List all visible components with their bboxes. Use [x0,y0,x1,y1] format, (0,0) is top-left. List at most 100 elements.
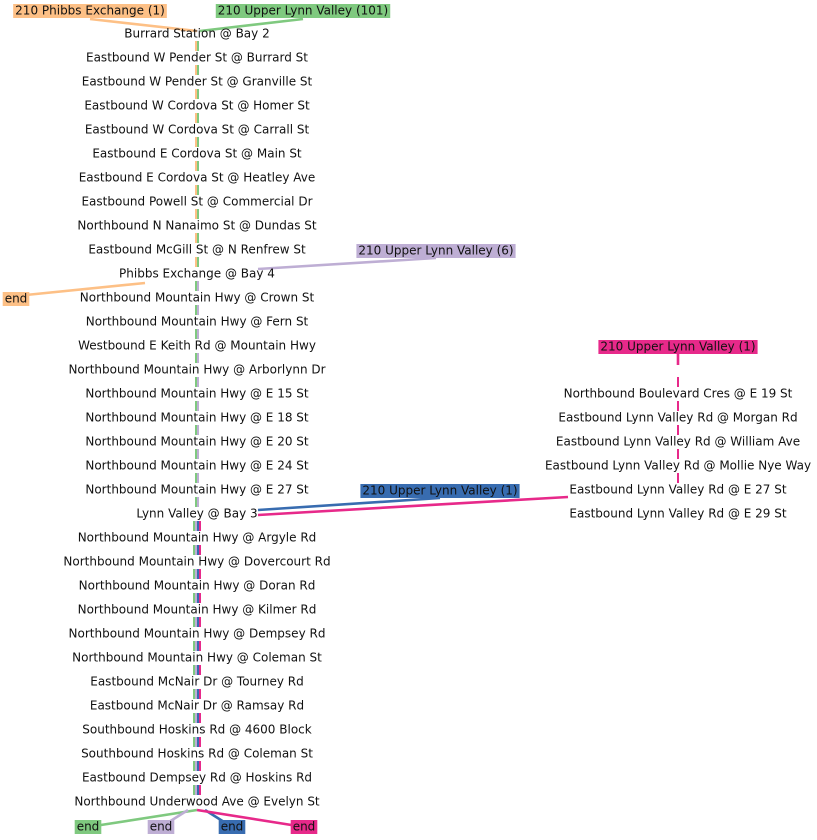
route-start-tag-box [598,340,758,354]
route-start-tag-box [215,4,391,18]
stop-label: Northbound Mountain Hwy @ E 20 St [85,435,309,449]
main-route-segment [193,521,195,531]
pink-end-connector [196,808,305,829]
main-route-segment [195,545,197,555]
main-route-segment [193,713,195,723]
main-route-segment [197,641,199,651]
stop-label: Northbound Mountain Hwy @ Coleman St [72,651,322,665]
stop-label: Northbound Mountain Hwy @ Argyle Rd [78,531,317,545]
branch-route-segment [677,401,679,411]
main-route-segment [199,545,201,555]
branch-route-segment [677,377,679,387]
main-route-segment [195,641,197,651]
main-route-segment [197,89,199,99]
main-route-segment [197,737,199,747]
main-route-segment [199,641,201,651]
route-start-tag: 210 Phibbs Exchange (1) [13,4,167,18]
main-route-segment [195,737,197,747]
main-route-segment [199,569,201,579]
route-end-tag: end [218,820,246,834]
main-route-segment [197,257,199,267]
main-route-segment [193,593,195,603]
main-route-segment [193,761,195,771]
main-route-segment [195,137,197,147]
stop-label: Eastbound E Cordova St @ Main St [92,147,302,161]
branch-stop-label: Eastbound Lynn Valley Rd @ E 29 St [569,507,786,521]
main-route-segment [197,689,199,699]
main-route-segment [193,737,195,747]
main-route-segment [195,281,197,291]
orange-end-connector [15,281,146,298]
main-route-segment [193,641,195,651]
main-route-segment [197,161,199,171]
main-route-segment [195,401,197,411]
blue-start-connector [257,496,441,512]
branch-route-segment [677,425,679,435]
route-end-tag-text: end [5,292,28,306]
main-route-segment [197,785,199,795]
main-route-segment [197,305,199,315]
main-route-segment [195,113,197,123]
main-route-segment [197,473,199,483]
stop-label: Northbound Mountain Hwy @ E 24 St [85,459,309,473]
main-route-segment [199,761,201,771]
main-route-segment [195,65,197,75]
route-start-tag: 210 Upper Lynn Valley (1) [598,340,758,354]
branch-stop-label: Eastbound Lynn Valley Rd @ E 27 St [569,483,786,497]
main-route-segment [197,665,199,675]
main-route-segment [197,209,199,219]
route-end-tag: end [74,820,102,834]
main-route-segment [197,113,199,123]
main-route-segment [193,617,195,627]
main-route-segment [195,353,197,363]
main-route-segment [197,233,199,243]
stop-label: Northbound Mountain Hwy @ Arborlynn Dr [68,363,325,377]
main-route-segment [193,689,195,699]
stop-label: Eastbound W Pender St @ Granville St [82,75,313,89]
route-start-tag-box [13,4,167,18]
pink-merge-connector [257,495,569,517]
main-route-segment [199,737,201,747]
green-end-connector [87,808,198,829]
main-route-segment [197,41,199,51]
main-route-segment [197,137,199,147]
stop-label: Eastbound Powell St @ Commercial Dr [81,195,312,209]
route-end-tag: end [290,820,318,834]
main-route-segment [193,665,195,675]
stop-label: Northbound Mountain Hwy @ Fern St [86,315,309,329]
main-route-segment [199,617,201,627]
main-route-segment [195,689,197,699]
main-route-segment [195,785,197,795]
main-route-segment [197,617,199,627]
route-lines [15,17,680,829]
stop-label: Eastbound W Cordova St @ Homer St [84,99,310,113]
stop-label: Northbound Mountain Hwy @ Crown St [80,291,315,305]
stop-label: Northbound Mountain Hwy @ Doran Rd [79,579,316,593]
route-end-tag-text: end [150,820,173,834]
main-route-segment [195,161,197,171]
main-route-segment [195,713,197,723]
main-route-segment [197,329,199,339]
main-route-segment [195,761,197,771]
branch-stop-label: Eastbound Lynn Valley Rd @ Morgan Rd [558,411,797,425]
main-route-segment [195,473,197,483]
main-route-segment [197,521,199,531]
main-route-segment [199,665,201,675]
main-route-segment [199,785,201,795]
main-route-segment [195,569,197,579]
branch-stop-label: Eastbound Lynn Valley Rd @ William Ave [556,435,800,449]
branch-stop-label: Eastbound Lynn Valley Rd @ Mollie Nye Wa… [545,459,811,473]
main-route-segment [195,209,197,219]
main-route-segment [195,257,197,267]
stop-label: Eastbound E Cordova St @ Heatley Ave [79,171,316,185]
green-start-connector [199,17,304,33]
main-route-segment [197,185,199,195]
stop-label: Southbound Hoskins Rd @ 4600 Block [82,723,311,737]
route-start-tag-text: 210 Phibbs Exchange (1) [15,4,165,18]
stop-label: Northbound Mountain Hwy @ E 15 St [85,387,309,401]
main-route-segment [195,41,197,51]
route-start-tag: 210 Upper Lynn Valley (1) [360,484,520,498]
route-end-tag-text: end [293,820,316,834]
